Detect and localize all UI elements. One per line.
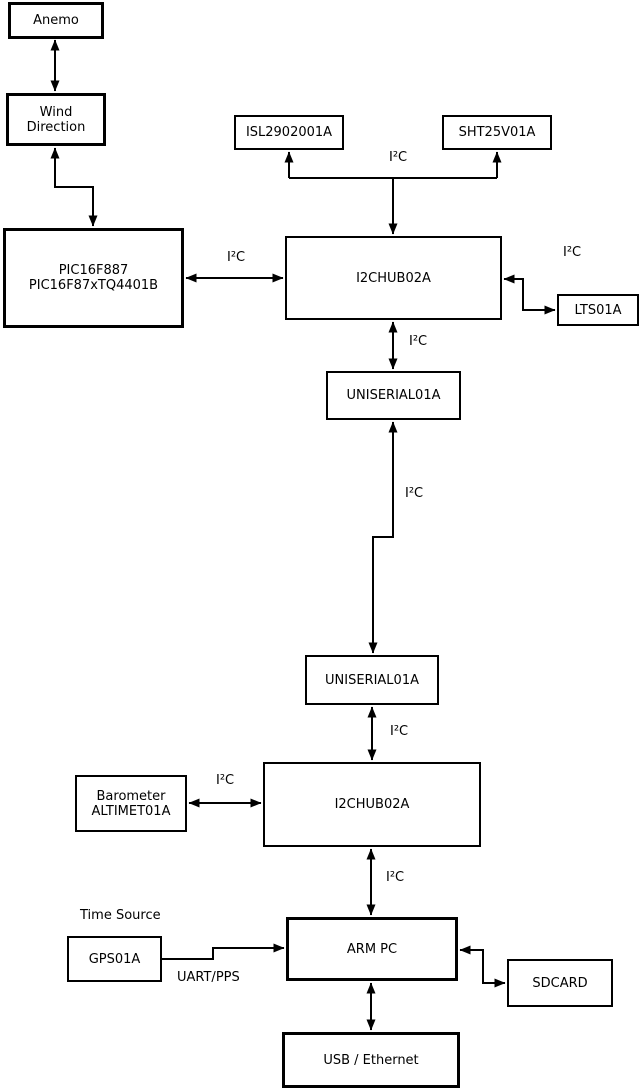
node-wind-direction-label-line1: Wind	[39, 104, 73, 120]
node-usb-ethernet-label: USB / Ethernet	[323, 1052, 419, 1068]
node-i2chub02a-2: I2CHUB02A	[263, 762, 481, 847]
edge-label-time-source: Time Source	[80, 908, 161, 923]
node-lts01a-label: LTS01A	[574, 302, 622, 318]
edge-label-uart-pps: UART/PPS	[177, 970, 240, 985]
node-gps01a: GPS01A	[67, 936, 162, 982]
node-isl2902001a: ISL2902001A	[234, 115, 344, 150]
node-lts01a: LTS01A	[557, 294, 639, 326]
edge-label-i2c-bus-top: I²C	[389, 150, 408, 165]
node-sdcard-label: SDCARD	[532, 975, 588, 991]
edge-uniserial1-uniserial2	[368, 421, 398, 654]
node-sht25v01a-label: SHT25V01A	[458, 125, 536, 140]
node-barometer-label-line1: Barometer	[96, 788, 166, 804]
edge-label-i2c-pic-hub1: I²C	[227, 250, 246, 265]
node-uniserial01a-1: UNISERIAL01A	[326, 371, 461, 420]
edge-hub1-lts	[503, 274, 556, 315]
node-anemo-label: Anemo	[33, 13, 79, 28]
edge-armpc-sdcard	[459, 945, 506, 988]
node-pic16f887-label-line1: PIC16F887	[58, 263, 129, 278]
node-wind-direction: Wind Direction	[6, 93, 106, 146]
node-anemo: Anemo	[8, 2, 104, 39]
node-sdcard: SDCARD	[507, 959, 613, 1007]
node-i2chub02a-1-label: I2CHUB02A	[356, 270, 431, 286]
node-pic16f887: PIC16F887 PIC16F87xTQ4401B	[3, 228, 184, 328]
node-uniserial01a-1-label: UNISERIAL01A	[346, 388, 441, 403]
node-uniserial01a-2: UNISERIAL01A	[305, 655, 439, 705]
node-usb-ethernet: USB / Ethernet	[282, 1032, 460, 1088]
edge-label-i2c-barometer-hub2: I²C	[216, 773, 235, 788]
node-isl2902001a-label: ISL2902001A	[245, 125, 333, 140]
edge-label-i2c-uniserial2-hub2: I²C	[390, 724, 409, 739]
node-i2chub02a-2-label: I2CHUB02A	[334, 797, 410, 812]
edge-label-i2c-hub1-lts: I²C	[563, 245, 582, 260]
node-barometer-label-line2: ALTIMET01A	[91, 803, 171, 819]
node-i2chub02a-1: I2CHUB02A	[285, 236, 502, 320]
edge-label-i2c-hub1-uniserial1: I²C	[409, 334, 428, 349]
edge-label-i2c-uniserial1-uniserial2: I²C	[405, 486, 424, 501]
edge-label-i2c-hub2-armpc: I²C	[386, 870, 405, 885]
node-pic16f887-label-line2: PIC16F87xTQ4401B	[28, 278, 159, 293]
node-arm-pc: ARM PC	[286, 917, 458, 981]
node-sht25v01a: SHT25V01A	[442, 115, 552, 150]
node-uniserial01a-2-label: UNISERIAL01A	[325, 672, 419, 688]
node-gps01a-label: GPS01A	[88, 951, 141, 967]
node-barometer-altimet01a: Barometer ALTIMET01A	[75, 775, 187, 832]
node-wind-direction-label-line2: Direction	[26, 119, 86, 135]
node-arm-pc-label: ARM PC	[346, 941, 398, 957]
edge-winddirection-pic	[50, 147, 98, 227]
edge-gps-armpc	[162, 943, 285, 960]
